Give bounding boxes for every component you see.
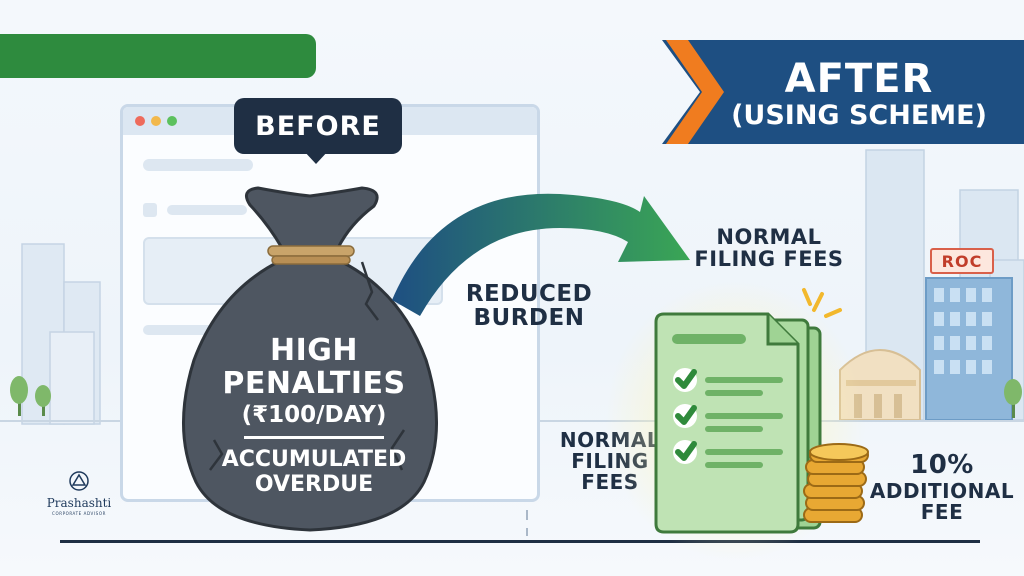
bag-subtitle: ACCUMULATED OVERDUE	[196, 447, 432, 498]
additional-fee-desc: ADDITIONAL FEE	[862, 481, 1022, 523]
after-title: AFTER	[784, 56, 934, 103]
sparkle-icon	[802, 288, 842, 318]
tree-icon	[10, 376, 51, 416]
reduced-burden-line2: BURDEN	[473, 305, 585, 332]
check-icon	[673, 368, 697, 464]
bag-sub-line2: OVERDUE	[254, 472, 374, 498]
roc-building-sign: ROC	[930, 248, 994, 274]
baseline	[60, 540, 980, 543]
normal-fees-top-line2: FILING FEES	[694, 247, 844, 272]
bag-penalty-rate: (₹100/DAY)	[241, 402, 387, 428]
reduced-burden-line1: REDUCED	[465, 281, 593, 307]
bag-title-line1: HIGH	[269, 333, 358, 368]
bag-divider	[244, 436, 384, 439]
logo-name: Prashashti	[46, 496, 112, 510]
bag-title-line2: PENALTIES	[222, 366, 406, 401]
reduced-burden-label: REDUCED BURDEN	[454, 282, 604, 330]
bag-label: HIGH PENALTIES (₹100/DAY) ACCUMULATED OV…	[196, 334, 432, 498]
logo-tagline: CORPORATE ADVISOR	[52, 511, 106, 516]
placeholder-line	[167, 205, 247, 215]
normal-fees-top-line1: NORMAL	[716, 225, 822, 249]
tree-icon	[1004, 379, 1022, 418]
placeholder-block	[143, 203, 157, 217]
after-subtitle: (USING SCHEME)	[731, 100, 987, 132]
window-minimize-dot	[151, 116, 161, 126]
window-close-dot	[135, 116, 145, 126]
after-banner	[662, 40, 1024, 144]
before-badge-pointer	[303, 150, 329, 164]
placeholder-line	[143, 159, 253, 171]
after-label: AFTER (USING SCHEME)	[704, 50, 1014, 140]
additional-fee-percent: 10%	[910, 450, 974, 480]
before-badge: BEFORE	[234, 98, 402, 154]
logo-mark-icon	[69, 471, 89, 491]
additional-fee-line1: ADDITIONAL	[869, 479, 1015, 504]
city-building-icon	[839, 277, 1013, 421]
normal-fees-top-label: NORMAL FILING FEES	[684, 226, 854, 270]
header-green-bar	[0, 34, 316, 78]
bag-title: HIGH PENALTIES	[196, 334, 432, 400]
brand-logo: Prashashti CORPORATE ADVISOR	[34, 470, 124, 516]
window-maximize-dot	[167, 116, 177, 126]
additional-fee-line2: FEE	[920, 500, 964, 525]
left-city-buildings	[21, 243, 101, 425]
additional-fee-label: 10% ADDITIONAL FEE	[862, 450, 1022, 523]
placeholder-line	[143, 325, 263, 335]
bag-sub-line1: ACCUMULATED	[221, 447, 407, 472]
